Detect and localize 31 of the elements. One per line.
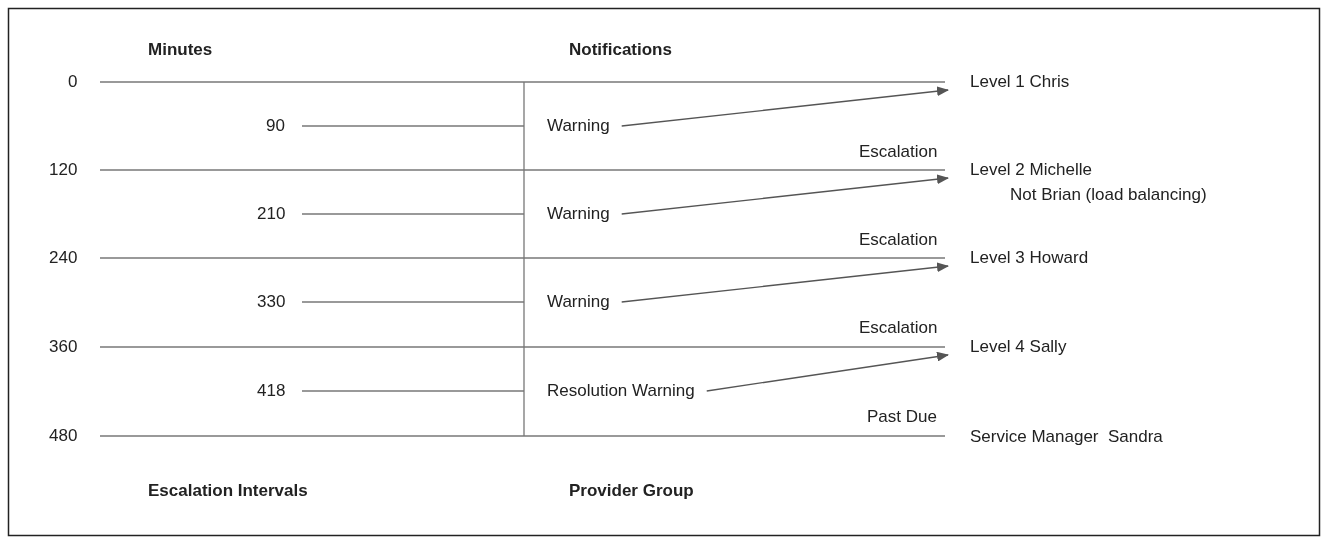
- level-label: Level 2 Michelle: [970, 160, 1093, 180]
- event-label: Escalation: [859, 318, 938, 338]
- level-label: Level 4 Sally: [970, 337, 1067, 357]
- note-label: Not Brian (load balancing): [1009, 185, 1207, 205]
- minute-label: 210: [257, 204, 286, 224]
- notification-label: Warning: [547, 204, 610, 224]
- event-label: Escalation: [859, 142, 938, 162]
- column-heading: Notifications: [569, 40, 672, 60]
- arrow: [621, 86, 949, 127]
- minute-label: 418: [257, 381, 286, 401]
- column-footer: Escalation Intervals: [148, 481, 308, 501]
- arrow: [706, 351, 949, 392]
- minute-label: 120: [49, 160, 78, 180]
- minute-label: 0: [68, 72, 78, 92]
- event-label: Escalation: [859, 230, 938, 250]
- column-heading: Minutes: [148, 40, 213, 60]
- minute-label: 330: [257, 292, 286, 312]
- minute-label: 480: [49, 426, 78, 446]
- recipient-label: Service Manager Sandra: [970, 427, 1163, 447]
- minute-label: 240: [49, 248, 78, 268]
- notification-label: Resolution Warning: [547, 381, 695, 401]
- arrow: [621, 174, 949, 215]
- notification-label: Warning: [547, 116, 610, 136]
- minute-label: 360: [49, 337, 78, 357]
- minute-label: 90: [266, 116, 285, 136]
- notification-label: Warning: [547, 292, 610, 312]
- level-label: Level 1 Chris: [970, 72, 1070, 92]
- column-footer: Provider Group: [569, 481, 694, 501]
- arrow: [621, 262, 949, 303]
- event-label: Past Due: [867, 407, 937, 427]
- level-label: Level 3 Howard: [970, 248, 1089, 268]
